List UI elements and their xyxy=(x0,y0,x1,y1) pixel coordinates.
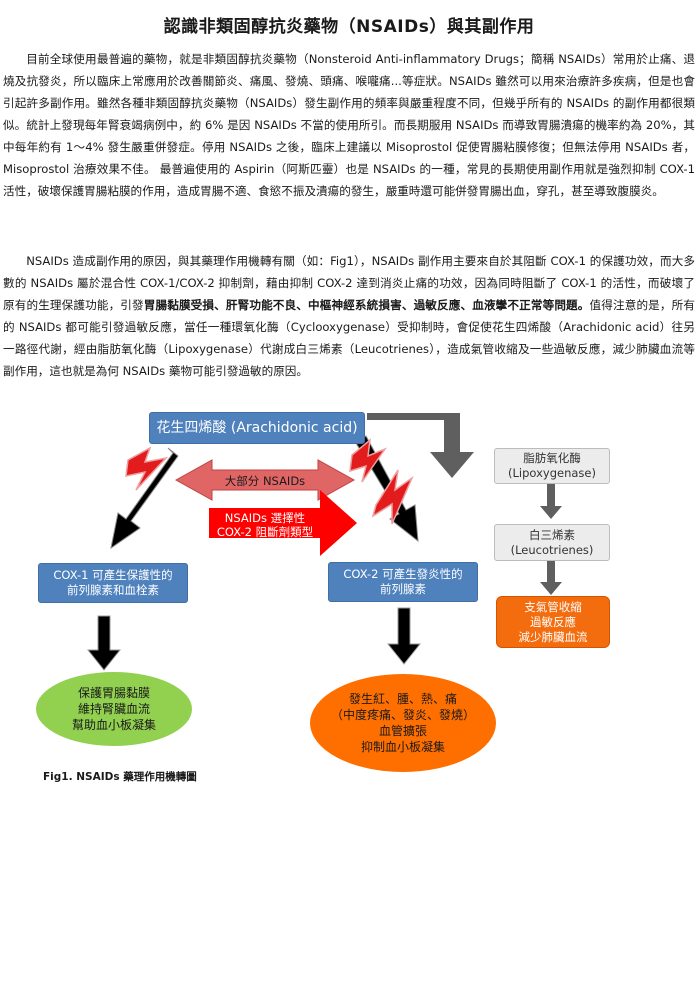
majority-nsaids-label: 大部分 NSAIDs xyxy=(224,474,306,488)
selective-label-line2: COX-2 阻斷劑類型 xyxy=(216,525,314,539)
black-arrow-to-inflame xyxy=(386,607,422,665)
lightning-icon-center xyxy=(349,438,388,483)
gray-arrow-to-leucotrienes xyxy=(540,484,562,519)
figure-caption: Fig1. NSAIDs 藥理作用機轉圖 xyxy=(43,771,197,783)
inflammation-effects-ellipse: 發生紅、腫、熱、痛 （中度疼痛、發炎、發燒） 血管擴張 抑制血小板凝集 xyxy=(310,674,496,772)
arachidonic-acid-box: 花生四烯酸 (Arachidonic acid) xyxy=(149,412,365,444)
page-title: 認識非類固醇抗炎藥物（NSAIDs）與其副作用 xyxy=(163,17,535,37)
cox2-box: COX-2 可產生發炎性的 前列腺素 xyxy=(328,562,478,602)
lightning-icon-left xyxy=(125,446,169,491)
lipoxygenase-box: 脂肪氧化酶 (Lipoxygenase) xyxy=(494,448,610,484)
intro-paragraph: 目前全球使用最普遍的藥物，就是非類固醇抗炎藥物（Nonsteroid Anti-… xyxy=(3,52,695,198)
selective-cox2-arrow xyxy=(209,490,357,556)
selective-cox2-label: NSAIDs 選擇性 COX-2 阻斷劑類型 xyxy=(209,511,321,539)
mechanism-paragraph: NSAIDs 造成副作用的原因，與其藥理作用機轉有關（如：Fig1），NSAID… xyxy=(3,250,695,382)
leucotrienes-box: 白三烯素 (Leucotrienes) xyxy=(494,524,610,561)
lightning-icon-right xyxy=(371,469,414,525)
black-arrow-to-protect xyxy=(86,615,122,671)
mechanism-text-a: NSAIDs 造成副作用的原因，與其藥理作用機轉有關（如：Fig1），NSAID… xyxy=(3,254,695,312)
side-effects-bold: 胃腸黏膜受損、肝腎功能不良、中樞神經系統損害、過敏反應、血液攣不正常等問題。 xyxy=(143,298,590,312)
gray-arrow-to-lipoxygenase xyxy=(367,413,474,478)
allergy-effects-box: 支氣管收縮 過敏反應 減少肺臟血流 xyxy=(496,596,610,648)
cox1-box: COX-1 可產生保護性的 前列腺素和血栓素 xyxy=(38,563,188,603)
selective-label-line1: NSAIDs 選擇性 xyxy=(224,511,306,525)
protective-effects-ellipse: 保護胃腸黏膜 維持腎臟血流 幫助血小板凝集 xyxy=(36,672,192,746)
majority-nsaids-double-arrow xyxy=(174,459,356,501)
black-arrow-to-cox1 xyxy=(110,447,179,550)
gray-arrow-to-allergy xyxy=(540,561,562,595)
mechanism-diagram-graphics xyxy=(86,413,562,671)
mechanism-text-c: 值得注意的是，所有的 NSAIDs 都可能引發過敏反應，當任一種環氧化酶（Cyc… xyxy=(3,298,695,378)
